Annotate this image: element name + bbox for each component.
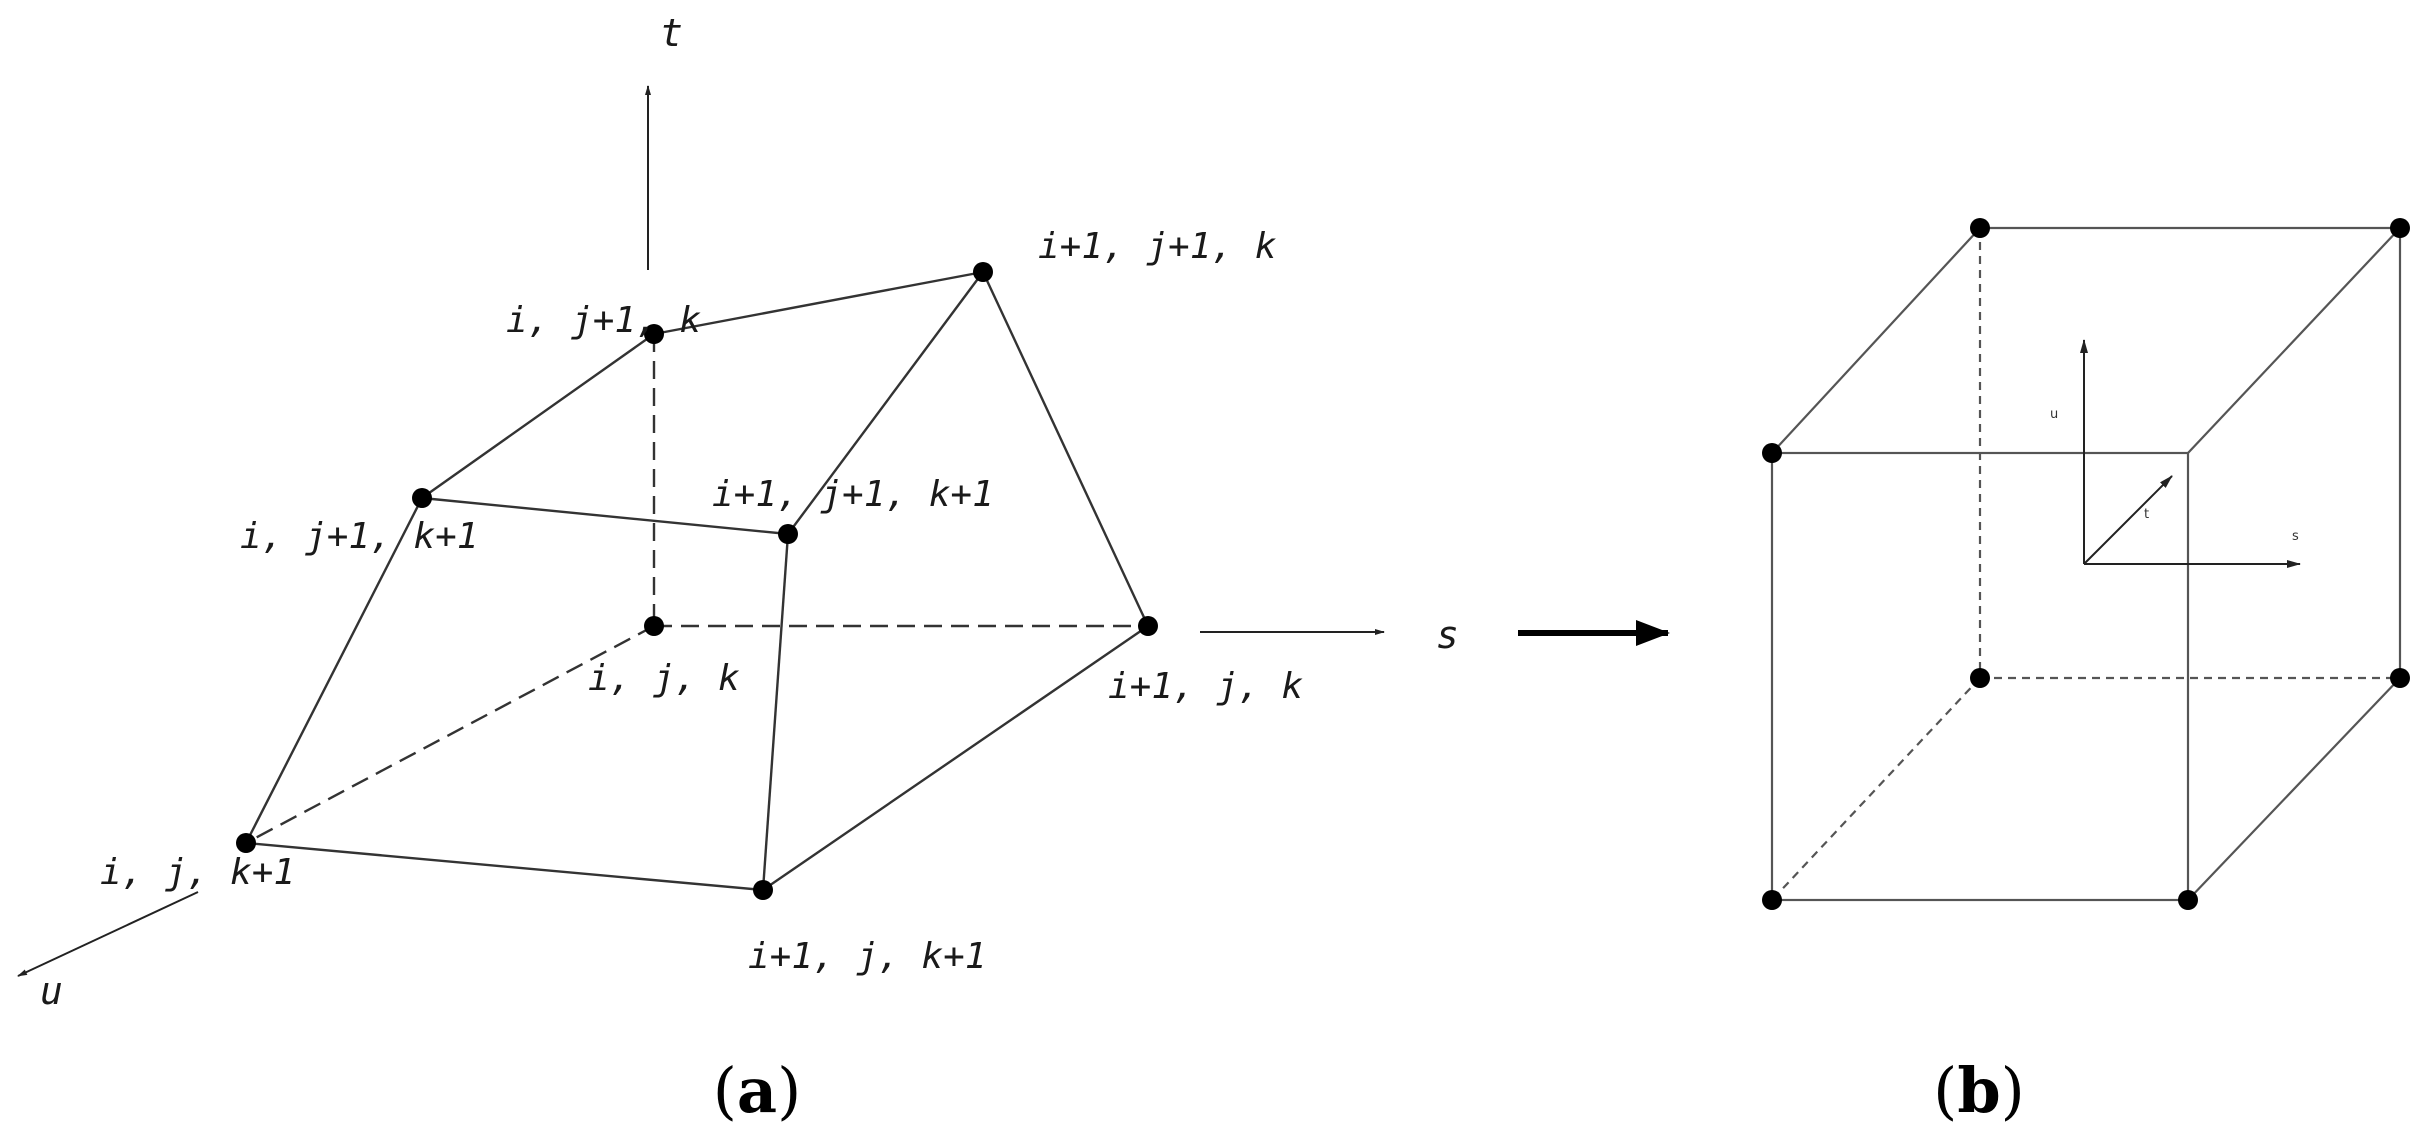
cube-node	[2390, 218, 2410, 238]
panel-b: u t s (b)	[1762, 218, 2410, 1127]
cube-s-axis-label: s	[2292, 529, 2299, 544]
cube-node	[1970, 668, 1990, 688]
cube-u-axis-label: u	[2050, 407, 2058, 422]
cube-node	[1970, 218, 1990, 238]
node-i-j1-k1	[412, 488, 432, 508]
u-axis-label: u	[40, 969, 63, 1013]
t-axis-label: t	[660, 11, 683, 55]
cube-edge	[2187, 227, 2401, 454]
node-label-i1-j-k: i+1, j, k	[1108, 666, 1303, 707]
cube-t-axis	[2083, 475, 2173, 565]
edge	[421, 333, 655, 499]
node-i1-j-k	[1138, 616, 1158, 636]
cube-edge	[1771, 227, 1981, 454]
cube-node	[2178, 890, 2198, 910]
edge	[762, 625, 1149, 891]
edge	[787, 271, 984, 535]
node-i1-j-k1	[753, 880, 773, 900]
cube-node	[2390, 668, 2410, 688]
node-label-i1-j1-k: i+1, j+1, k	[1038, 226, 1277, 267]
cube-edge	[2187, 677, 2401, 901]
edge-hidden-u	[245, 624, 655, 845]
node-label-i1-j1-k1: i+1, j+1, k+1	[712, 474, 994, 515]
edge	[244, 497, 424, 844]
edge	[421, 496, 789, 536]
edge	[653, 270, 984, 336]
node-i-j-k1	[236, 833, 256, 853]
cube-edge-hidden	[1771, 677, 1981, 901]
node-label-i-j-k: i, j, k	[588, 658, 740, 699]
cube-node	[1762, 443, 1782, 463]
node-i1-j1-k1	[778, 524, 798, 544]
caption-a: (a)	[713, 1054, 802, 1127]
cube-t-axis-label: t	[2144, 507, 2149, 522]
caption-b: (b)	[1933, 1054, 2025, 1127]
node-i1-j1-k	[973, 262, 993, 282]
panel-a: t s u i, j+1, k i+1, j+1, k i, j+1, k+1 …	[17, 11, 1459, 1127]
edge	[245, 841, 764, 892]
node-i-j1-k	[644, 324, 664, 344]
cube-node	[1762, 890, 1782, 910]
s-axis-label: s	[1436, 613, 1459, 657]
edge	[981, 271, 1150, 627]
node-label-i-j1-k1: i, j+1, k+1	[240, 516, 478, 557]
node-label-i-j1-k: i, j+1, k	[506, 300, 701, 341]
node-label-i-j-k1: i, j, k+1	[100, 852, 295, 893]
node-i-j-k	[644, 616, 664, 636]
u-axis	[17, 891, 199, 977]
cube-front-face	[1770, 451, 2190, 902]
node-label-i1-j-k1: i+1, j, k+1	[748, 936, 986, 977]
edge	[761, 533, 790, 891]
